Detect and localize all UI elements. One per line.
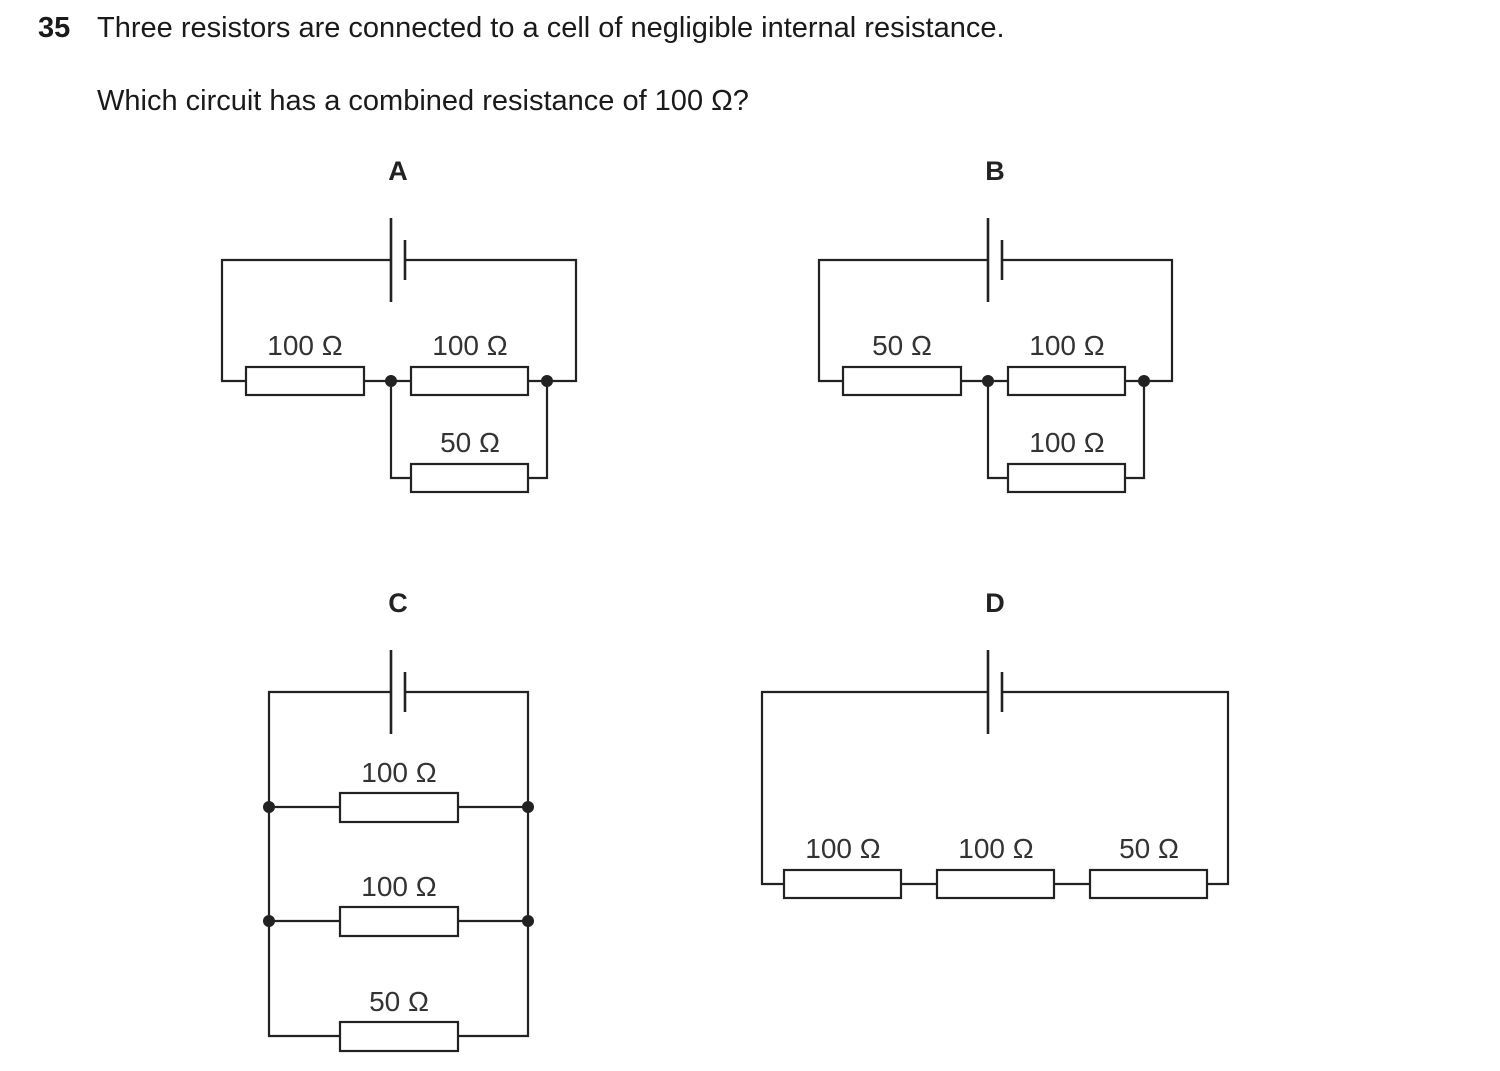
circuit-c-wire-left [267, 690, 391, 1038]
option-d-letter: D [985, 588, 1005, 618]
circuit-d-resistor-3-label: 50 Ω [1119, 833, 1179, 864]
circuit-d-wire-left [760, 690, 988, 886]
circuit-b-node-left [982, 375, 994, 387]
circuit-b-wire-branch-left [986, 381, 1008, 480]
circuit-c-node-1-right [522, 801, 534, 813]
circuit-a-node-left [385, 375, 397, 387]
circuit-d-resistor-2-label: 100 Ω [958, 833, 1033, 864]
circuit-a-wire-right [405, 258, 578, 383]
circuit-c-node-1-left [263, 801, 275, 813]
circuit-c-node-2-left [263, 915, 275, 927]
circuit-c-resistor-1-label: 100 Ω [361, 757, 436, 788]
circuit-a-resistor-3-label: 50 Ω [440, 427, 500, 458]
circuit-b: B 50 Ω 100 Ω 100 Ω [817, 156, 1174, 494]
circuit-d-resistor-1 [782, 868, 903, 900]
circuit-a-resistor-1-label: 100 Ω [267, 330, 342, 361]
circuit-c-resistor-2 [338, 905, 460, 938]
circuit-c-resistor-2-label: 100 Ω [361, 871, 436, 902]
circuit-a-resistor-2-label: 100 Ω [432, 330, 507, 361]
circuit-d-resistor-3 [1088, 868, 1209, 900]
circuit-a-resistor-3 [409, 462, 530, 494]
circuit-c-resistor-1 [338, 791, 460, 824]
circuit-a: A 100 Ω 100 Ω 50 Ω [220, 156, 578, 494]
circuit-d-resistor-2 [935, 868, 1056, 900]
option-c-letter: C [388, 588, 408, 618]
option-b-letter: B [985, 156, 1005, 186]
circuit-a-wire-left [220, 258, 391, 383]
circuit-c-resistor-3 [338, 1020, 460, 1053]
question-number: 35 [38, 12, 71, 44]
circuit-a-wire-branch-left [389, 381, 411, 480]
question-stem: Three resistors are connected to a cell … [97, 12, 1005, 44]
circuit-a-node-right [541, 375, 553, 387]
question-prompt: Which circuit has a combined resistance … [97, 85, 749, 117]
circuit-b-node-right [1138, 375, 1150, 387]
circuit-a-wire-branch-right [528, 381, 549, 480]
circuit-b-resistor-3-label: 100 Ω [1029, 427, 1104, 458]
circuit-b-wire-right [1002, 258, 1174, 383]
circuit-b-resistor-1 [841, 365, 963, 397]
circuit-d-wire-right [1002, 690, 1230, 886]
circuit-a-resistor-2 [409, 365, 530, 397]
circuit-c: C 100 Ω 100 Ω 50 Ω [263, 588, 534, 1053]
circuit-b-resistor-2 [1006, 365, 1127, 397]
circuit-b-resistor-3 [1006, 462, 1127, 494]
circuit-b-resistor-1-label: 50 Ω [872, 330, 932, 361]
circuit-c-resistor-3-label: 50 Ω [369, 986, 429, 1017]
circuit-c-node-2-right [522, 915, 534, 927]
circuit-b-wire-branch-right [1125, 381, 1146, 480]
circuit-b-resistor-2-label: 100 Ω [1029, 330, 1104, 361]
option-a-letter: A [388, 156, 408, 186]
circuit-b-wire-left [817, 258, 988, 383]
circuit-a-resistor-1 [244, 365, 366, 397]
circuit-d: D 100 Ω 100 Ω 50 Ω [760, 588, 1230, 900]
circuit-c-wire-right [405, 690, 530, 1038]
circuit-d-resistor-1-label: 100 Ω [805, 833, 880, 864]
